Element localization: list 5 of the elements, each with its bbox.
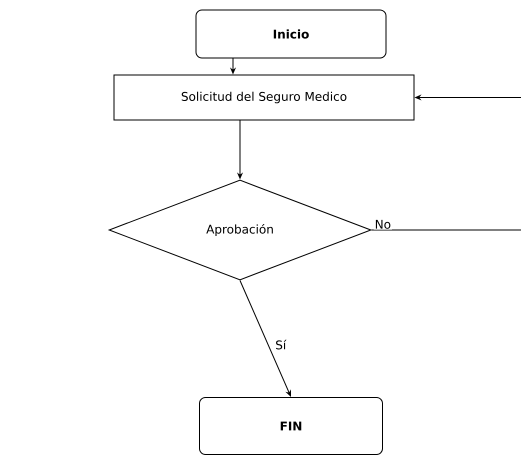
terminal-box: FIN xyxy=(199,397,383,455)
process-box: Solicitud del Seguro Medico xyxy=(114,74,414,120)
terminal-box: Inicio xyxy=(196,10,386,58)
edge-label: Sí xyxy=(274,338,288,350)
edge-label: No xyxy=(374,218,392,230)
